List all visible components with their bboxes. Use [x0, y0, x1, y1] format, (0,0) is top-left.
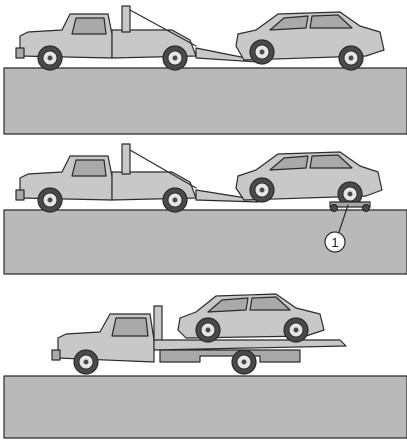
callout-label: 1 [331, 235, 338, 250]
panel-3-flatbed [4, 294, 407, 438]
truck-rear-wheel [232, 350, 256, 374]
truck-window [72, 18, 106, 34]
truck-window [112, 318, 148, 336]
truck-bumper [16, 190, 24, 200]
towed-car-1 [236, 12, 384, 70]
dolly-caster-right [363, 205, 370, 212]
truck-bumper [52, 350, 60, 360]
truck-front-wheel [74, 350, 98, 374]
ground-3 [4, 376, 407, 438]
tow-boom [122, 144, 130, 174]
panel-2-wheel-lift-dolly: 1 [4, 144, 407, 274]
ground-1 [4, 68, 407, 134]
truck-front-wheel [38, 46, 62, 70]
ground-2 [4, 210, 407, 274]
headache-rack [154, 306, 162, 342]
towed-car-2 [236, 152, 382, 206]
tow-truck-2 [16, 144, 258, 212]
carried-car [178, 294, 324, 342]
truck-rear-wheel [163, 46, 187, 70]
car-front-wheel [250, 40, 274, 64]
flatbed-deck [154, 340, 346, 350]
car-rear-wheel [284, 318, 308, 342]
car-front-wheel [250, 178, 274, 202]
truck-rear-wheel [163, 188, 187, 212]
tow-truck-1 [16, 6, 258, 70]
panel-1-wheel-lift [4, 6, 407, 134]
car-rear-wheel [339, 46, 363, 70]
flatbed-frame [160, 350, 300, 362]
tow-boom [122, 6, 130, 32]
dolly-caster-left [331, 205, 338, 212]
truck-bumper [16, 48, 24, 58]
car-front-wheel [196, 318, 220, 342]
truck-window [72, 160, 106, 176]
truck-front-wheel [38, 188, 62, 212]
